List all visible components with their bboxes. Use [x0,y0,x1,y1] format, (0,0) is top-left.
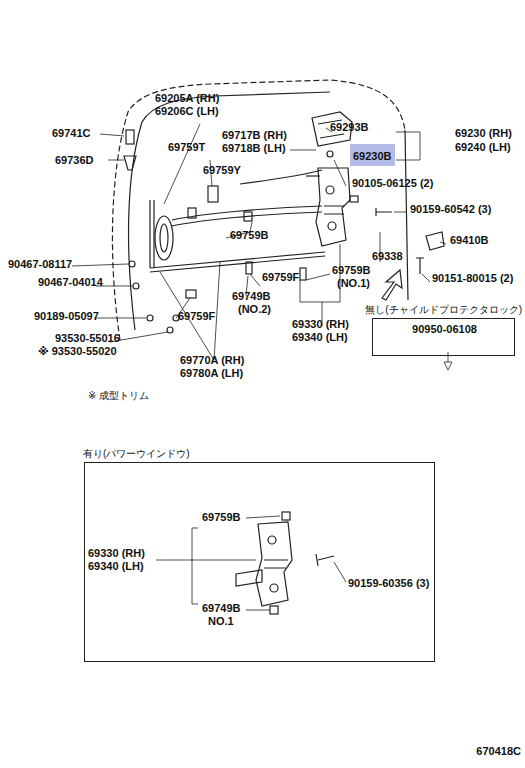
part-number: 69230B [353,150,392,162]
callout-number: 69736D [55,154,94,166]
callout-number: 69206C (LH) [155,105,219,117]
callout-number: 90105-06125 (2) [352,177,433,189]
callout-number: 69338 [372,250,403,262]
callout-number: 69780A (LH) [180,367,243,379]
callout-number: 69759F [178,310,215,322]
callout-number: 69749B [232,290,271,302]
callout-number: 69759B [230,229,269,241]
callout-number: 69230 (RH) [455,127,512,139]
callout-number: 69340 (LH) [88,560,144,572]
callout-number: 69759T [168,141,205,153]
callout-number: 69410B [450,234,489,246]
figure-code: 670418C [476,745,521,757]
callout-number: ※ 93530-55020 [38,345,117,357]
callout-number: ※ 成型トリム [88,390,149,402]
callout-number: 69770A (RH) [180,354,244,366]
part-number: 90950-06108 [412,323,477,335]
highlighted-part: 69230B [350,144,395,166]
callout-number: NO.1 [208,615,234,627]
variant-box: 無し(チャイルドプロテクタロック)90950-06108 [372,318,515,356]
callout-number: 90467-04014 [38,276,103,288]
variant-heading: 無し(チャイルドプロテクタロック) [365,304,522,316]
variant-heading: 有り(パワーウインドウ) [83,448,190,460]
callout-number: (NO.2) [238,303,271,315]
callout-number: 69718B (LH) [222,142,286,154]
callout-number: 90189-05097 [34,310,99,322]
callout-number: 93530-55016 [55,332,120,344]
callout-number: 69749B [202,602,241,614]
callout-number: (NO.1) [337,277,370,289]
callout-number: 69340 (LH) [292,331,348,343]
callout-number: 90159-60542 (3) [410,203,491,215]
callout-number: 69205A (RH) [155,92,219,104]
callout-number: 90159-60356 (3) [348,577,429,589]
callout-number: 69759F [262,271,299,283]
callout-number: 69741C [52,127,91,139]
callout-number: 69759Y [203,164,241,176]
callout-number: 69293B [330,121,369,133]
callout-number: 69330 (RH) [292,318,349,330]
callout-number: 90467-08117 [8,258,72,270]
callout-number: 69717B (RH) [222,129,287,141]
callout-number: 90151-80015 (2) [432,272,513,284]
callout-number: 69759B [332,264,371,276]
callout-number: 69759B [202,511,241,523]
callout-number: 69330 (RH) [88,547,145,559]
callout-number: 69240 (LH) [455,141,511,153]
